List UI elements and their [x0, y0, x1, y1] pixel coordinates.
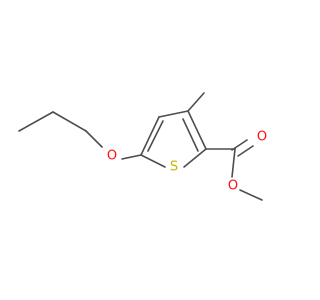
- bond-carbonyl-o-double-b: [237, 145, 254, 157]
- atom-label-carbonyl-oxygen: O: [257, 130, 267, 145]
- bond-c3-methyl: [187, 92, 205, 112]
- atom-label-sulfur: S: [170, 160, 178, 175]
- bond-c4-c3: [158, 110, 189, 118]
- bond-propyl-c1-c2: [18, 111, 54, 132]
- bond-propyl-c2-c3: [52, 111, 87, 132]
- bond-carbonyl-o-double-a: [231, 139, 248, 151]
- molecule-drawing: S O O O: [18, 92, 267, 201]
- structure-canvas: S O O O: [18, 92, 267, 201]
- bond-ester-o-methyl: [239, 189, 263, 201]
- bond-propyl-c3-o: [85, 130, 103, 148]
- bond-o-c5: [121, 154, 142, 160]
- bond-carbonyl-ester-o: [231, 148, 236, 178]
- bond-c2-s: [183, 148, 207, 168]
- bond-c5-c4: [140, 116, 160, 156]
- bond-c5-c4-double: [147, 120, 164, 152]
- bond-c3-c2: [187, 110, 207, 150]
- atom-label-ester-oxygen: O: [228, 179, 238, 194]
- atom-label-propoxy-oxygen: O: [107, 149, 117, 164]
- bond-s-c5: [140, 154, 166, 168]
- bond-c3-c2-double: [182, 118, 199, 152]
